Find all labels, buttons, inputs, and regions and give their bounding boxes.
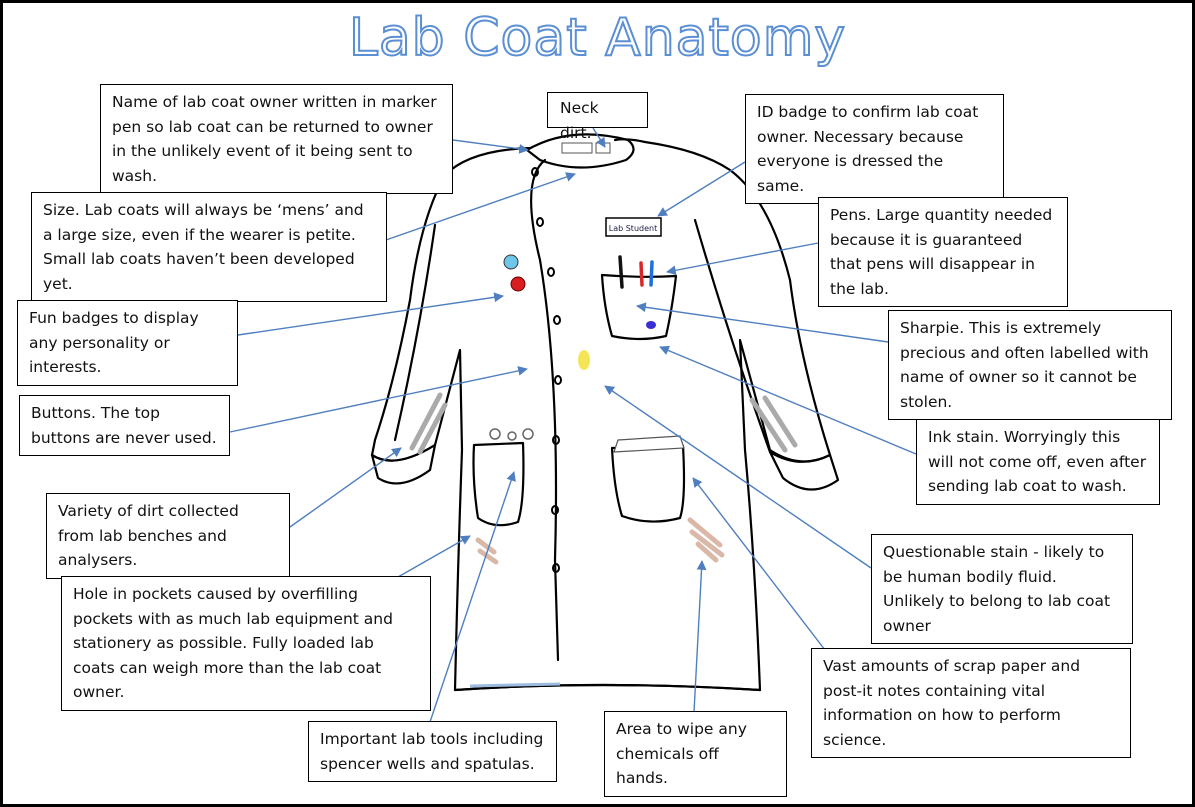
label-buttons: Buttons. The top buttons are never used. <box>19 395 230 456</box>
fun-badges <box>503 254 526 292</box>
pen-black <box>618 255 624 289</box>
hem <box>453 683 762 692</box>
badge-blue <box>503 254 519 270</box>
diagram-title: Lab Coat Anatomy <box>348 7 847 69</box>
right-pocket <box>610 444 686 523</box>
label-neck-dirt: Neck dirt. <box>547 92 648 142</box>
arrow-ink-stain <box>659 345 917 455</box>
button <box>554 375 562 385</box>
id-badge-text: Lab Student <box>609 224 657 233</box>
label-scrap-paper: Vast amounts of scrap paper and post-it … <box>811 648 1131 758</box>
label-owner-name: Name of lab coat owner written in marker… <box>100 84 453 194</box>
chest-pocket <box>600 273 678 341</box>
label-hole-pockets: Hole in pockets caused by overfilling po… <box>61 576 431 711</box>
left-pocket <box>472 441 525 527</box>
hem-ink <box>469 682 561 688</box>
arrow-fun-badges <box>237 292 504 336</box>
id-badge: Lab Student <box>605 217 662 237</box>
arrow-sharpie <box>636 302 889 343</box>
label-dirt: Variety of dirt collected from lab bench… <box>46 493 290 579</box>
left-sleeve-seam <box>393 223 437 442</box>
label-wipe-area: Area to wipe any chemicals off hands. <box>604 711 787 797</box>
label-size: Size. Lab coats will always be ‘mens’ an… <box>31 192 387 302</box>
right-sleeve-seam <box>693 218 772 454</box>
leader-lines <box>229 127 917 723</box>
arrow-scrap-paper <box>692 477 826 651</box>
button <box>547 267 555 277</box>
label-lab-tools: Important lab tools including spencer we… <box>308 721 557 782</box>
dirt-left <box>475 537 499 565</box>
neck-tag <box>561 142 611 154</box>
arrow-pens <box>666 242 819 276</box>
pocket-tools <box>489 428 534 441</box>
button <box>553 315 561 325</box>
buttons <box>531 167 562 573</box>
button <box>531 167 539 177</box>
arrow-hole-pockets <box>397 535 471 578</box>
pen-red <box>639 261 644 287</box>
button <box>551 505 559 515</box>
pen-blue <box>649 260 654 287</box>
questionable-stain <box>578 350 590 370</box>
pens <box>618 255 654 289</box>
badge-red <box>510 276 526 292</box>
button <box>552 435 560 445</box>
arrow-dirt <box>289 447 402 528</box>
label-questionable-stain: Questionable stain - likely to be human … <box>871 534 1133 644</box>
arrow-id-badge <box>657 161 746 217</box>
arrow-lab-tools <box>429 471 516 723</box>
label-id-badge: ID badge to confirm lab coat owner. Nece… <box>745 94 1004 204</box>
left-cuff <box>370 443 437 485</box>
front-opening <box>530 158 560 662</box>
right-cuff <box>768 450 840 491</box>
collar <box>525 133 635 169</box>
arrow-owner-name <box>452 139 529 154</box>
scrap-paper <box>613 435 685 453</box>
button <box>536 217 544 227</box>
arrow-buttons <box>229 366 528 433</box>
sharpie-cap <box>646 321 656 329</box>
label-ink-stain: Ink stain. Worryingly this will not come… <box>916 419 1160 505</box>
label-sharpie: Sharpie. This is extremely precious and … <box>888 310 1172 420</box>
lab-coat <box>370 133 840 692</box>
stains <box>409 350 798 688</box>
arrow-neck-dirt <box>592 127 606 148</box>
sleeve-dirt <box>409 392 798 455</box>
button <box>552 563 560 573</box>
arrow-wipe-area <box>693 560 707 713</box>
wipe-stain <box>687 517 725 563</box>
label-pens: Pens. Large quantity needed because it i… <box>818 197 1068 307</box>
arrow-size <box>385 172 576 241</box>
arrow-questionable-stain <box>604 385 872 569</box>
label-fun-badges: Fun badges to display any personality or… <box>17 300 238 386</box>
